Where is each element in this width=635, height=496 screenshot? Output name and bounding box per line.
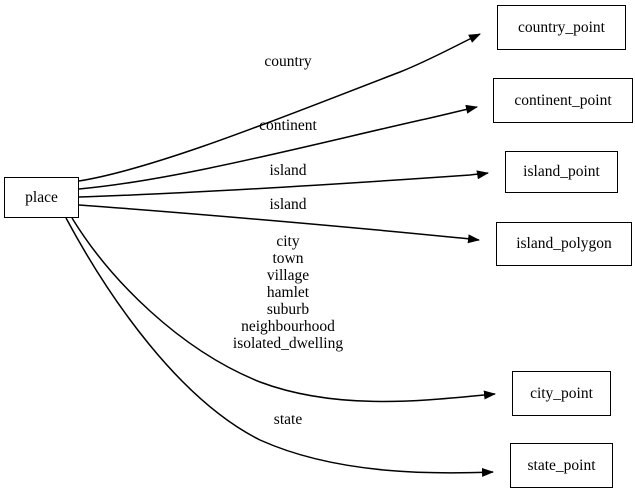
- node-country_point[interactable]: country_point: [497, 5, 626, 50]
- edge-island-point: [78, 170, 489, 198]
- node-city_point[interactable]: city_point: [512, 371, 611, 416]
- node-label: place: [25, 188, 58, 206]
- edge-label-line: neighbourhood: [241, 318, 335, 335]
- edge-label-line: village: [266, 267, 310, 284]
- edge-island-polygon-label: island: [269, 196, 306, 213]
- node-island_polygon[interactable]: island_polygon: [496, 222, 632, 266]
- node-state_point[interactable]: state_point: [510, 443, 613, 488]
- edge-city: [71, 217, 496, 403]
- edge-label-line: country: [264, 53, 312, 70]
- node-continent_point[interactable]: continent_point: [493, 78, 633, 123]
- edge-continent-label: continent: [259, 117, 317, 134]
- node-label: city_point: [530, 384, 593, 402]
- node-label: continent_point: [514, 91, 612, 109]
- node-label: island_point: [523, 163, 600, 181]
- node-label: state_point: [527, 456, 596, 474]
- node-island_point[interactable]: island_point: [505, 151, 618, 193]
- edge-label-line: state: [273, 411, 303, 428]
- edge-state: [65, 217, 494, 477]
- edge-label-line: island: [269, 196, 307, 213]
- edge-label-line: island: [269, 162, 307, 179]
- edge-label-line: continent: [259, 117, 317, 134]
- edge-island-polygon: [78, 204, 480, 244]
- edge-label-line: hamlet: [266, 284, 310, 301]
- edge-state-label: state: [274, 411, 302, 428]
- edge-label-line: town: [272, 250, 304, 267]
- edge-island-point-label: island: [269, 162, 306, 179]
- edge-label-line: isolated_dwelling: [232, 335, 344, 352]
- edge-continent: [78, 104, 478, 190]
- edge-country: [78, 33, 481, 182]
- edge-label-line: city: [276, 233, 300, 250]
- edge-label-line: suburb: [266, 301, 310, 318]
- node-label: country_point: [518, 18, 605, 36]
- node-place[interactable]: place: [4, 177, 79, 218]
- edge-country-label: country: [264, 53, 311, 70]
- node-label: island_polygon: [516, 235, 612, 253]
